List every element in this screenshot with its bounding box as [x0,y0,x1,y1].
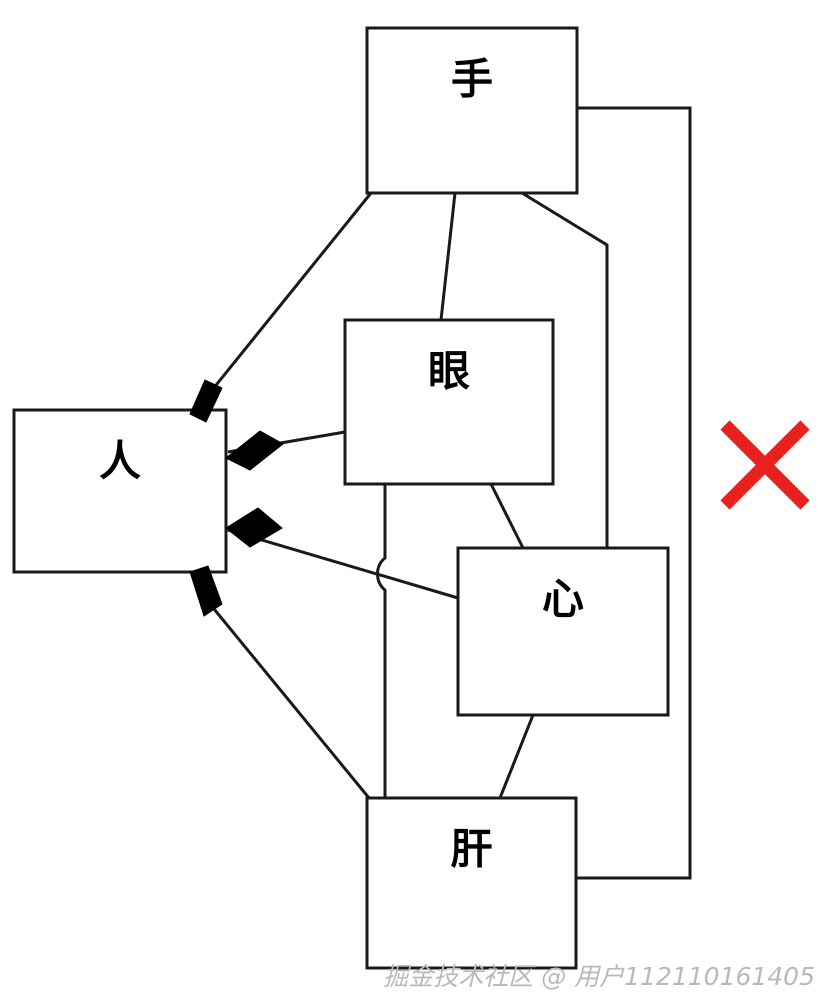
edge-xin-gan[interactable] [498,714,535,799]
edge-shou-gan[interactable] [576,106,692,880]
edge-ren-xin[interactable] [227,528,459,600]
uml-box-yan[interactable]: 眼 [343,318,555,486]
edge-yan-xin[interactable] [489,483,525,549]
uml-box-ren-label: 人 [99,437,141,486]
edge-shou-xin[interactable] [521,191,609,548]
uml-box-xin-rect[interactable] [456,546,670,717]
uml-box-ren[interactable]: 人 [12,408,228,574]
uml-box-shou-rect[interactable] [365,26,579,195]
composition-diamond-ren-shou [189,379,223,423]
edge-yan-gan[interactable] [376,484,387,798]
red-cross-icon [720,420,810,510]
composition-diamond-layer [189,379,284,617]
composition-diamond-ren-yan [225,430,284,471]
edge-ren-gan[interactable] [203,597,371,799]
uml-box-shou[interactable]: 手 [365,26,579,195]
uml-box-xin-label: 心 [542,575,584,624]
uml-box-gan-label: 肝 [450,825,492,874]
uml-box-gan[interactable]: 肝 [365,796,578,970]
uml-box-xin[interactable]: 心 [456,546,670,717]
uml-box-yan-label: 眼 [428,347,470,396]
uml-box-gan-rect[interactable] [365,796,578,970]
composition-diamond-ren-gan [189,565,223,617]
red-cross-stroke-2 [720,420,810,510]
edge-layer [198,106,692,880]
uml-box-shou-label: 手 [451,55,493,104]
node-layer: 手 眼 人 心 肝 [12,26,670,970]
uml-box-yan-rect[interactable] [343,318,555,486]
edge-shou-yan[interactable] [439,192,457,321]
uml-box-ren-rect[interactable] [12,408,228,574]
watermark: 掘金技术社区 @ 用户112110161405 [383,962,815,991]
composition-diamond-ren-xin [225,507,283,548]
edge-ren-shou[interactable] [198,192,373,406]
